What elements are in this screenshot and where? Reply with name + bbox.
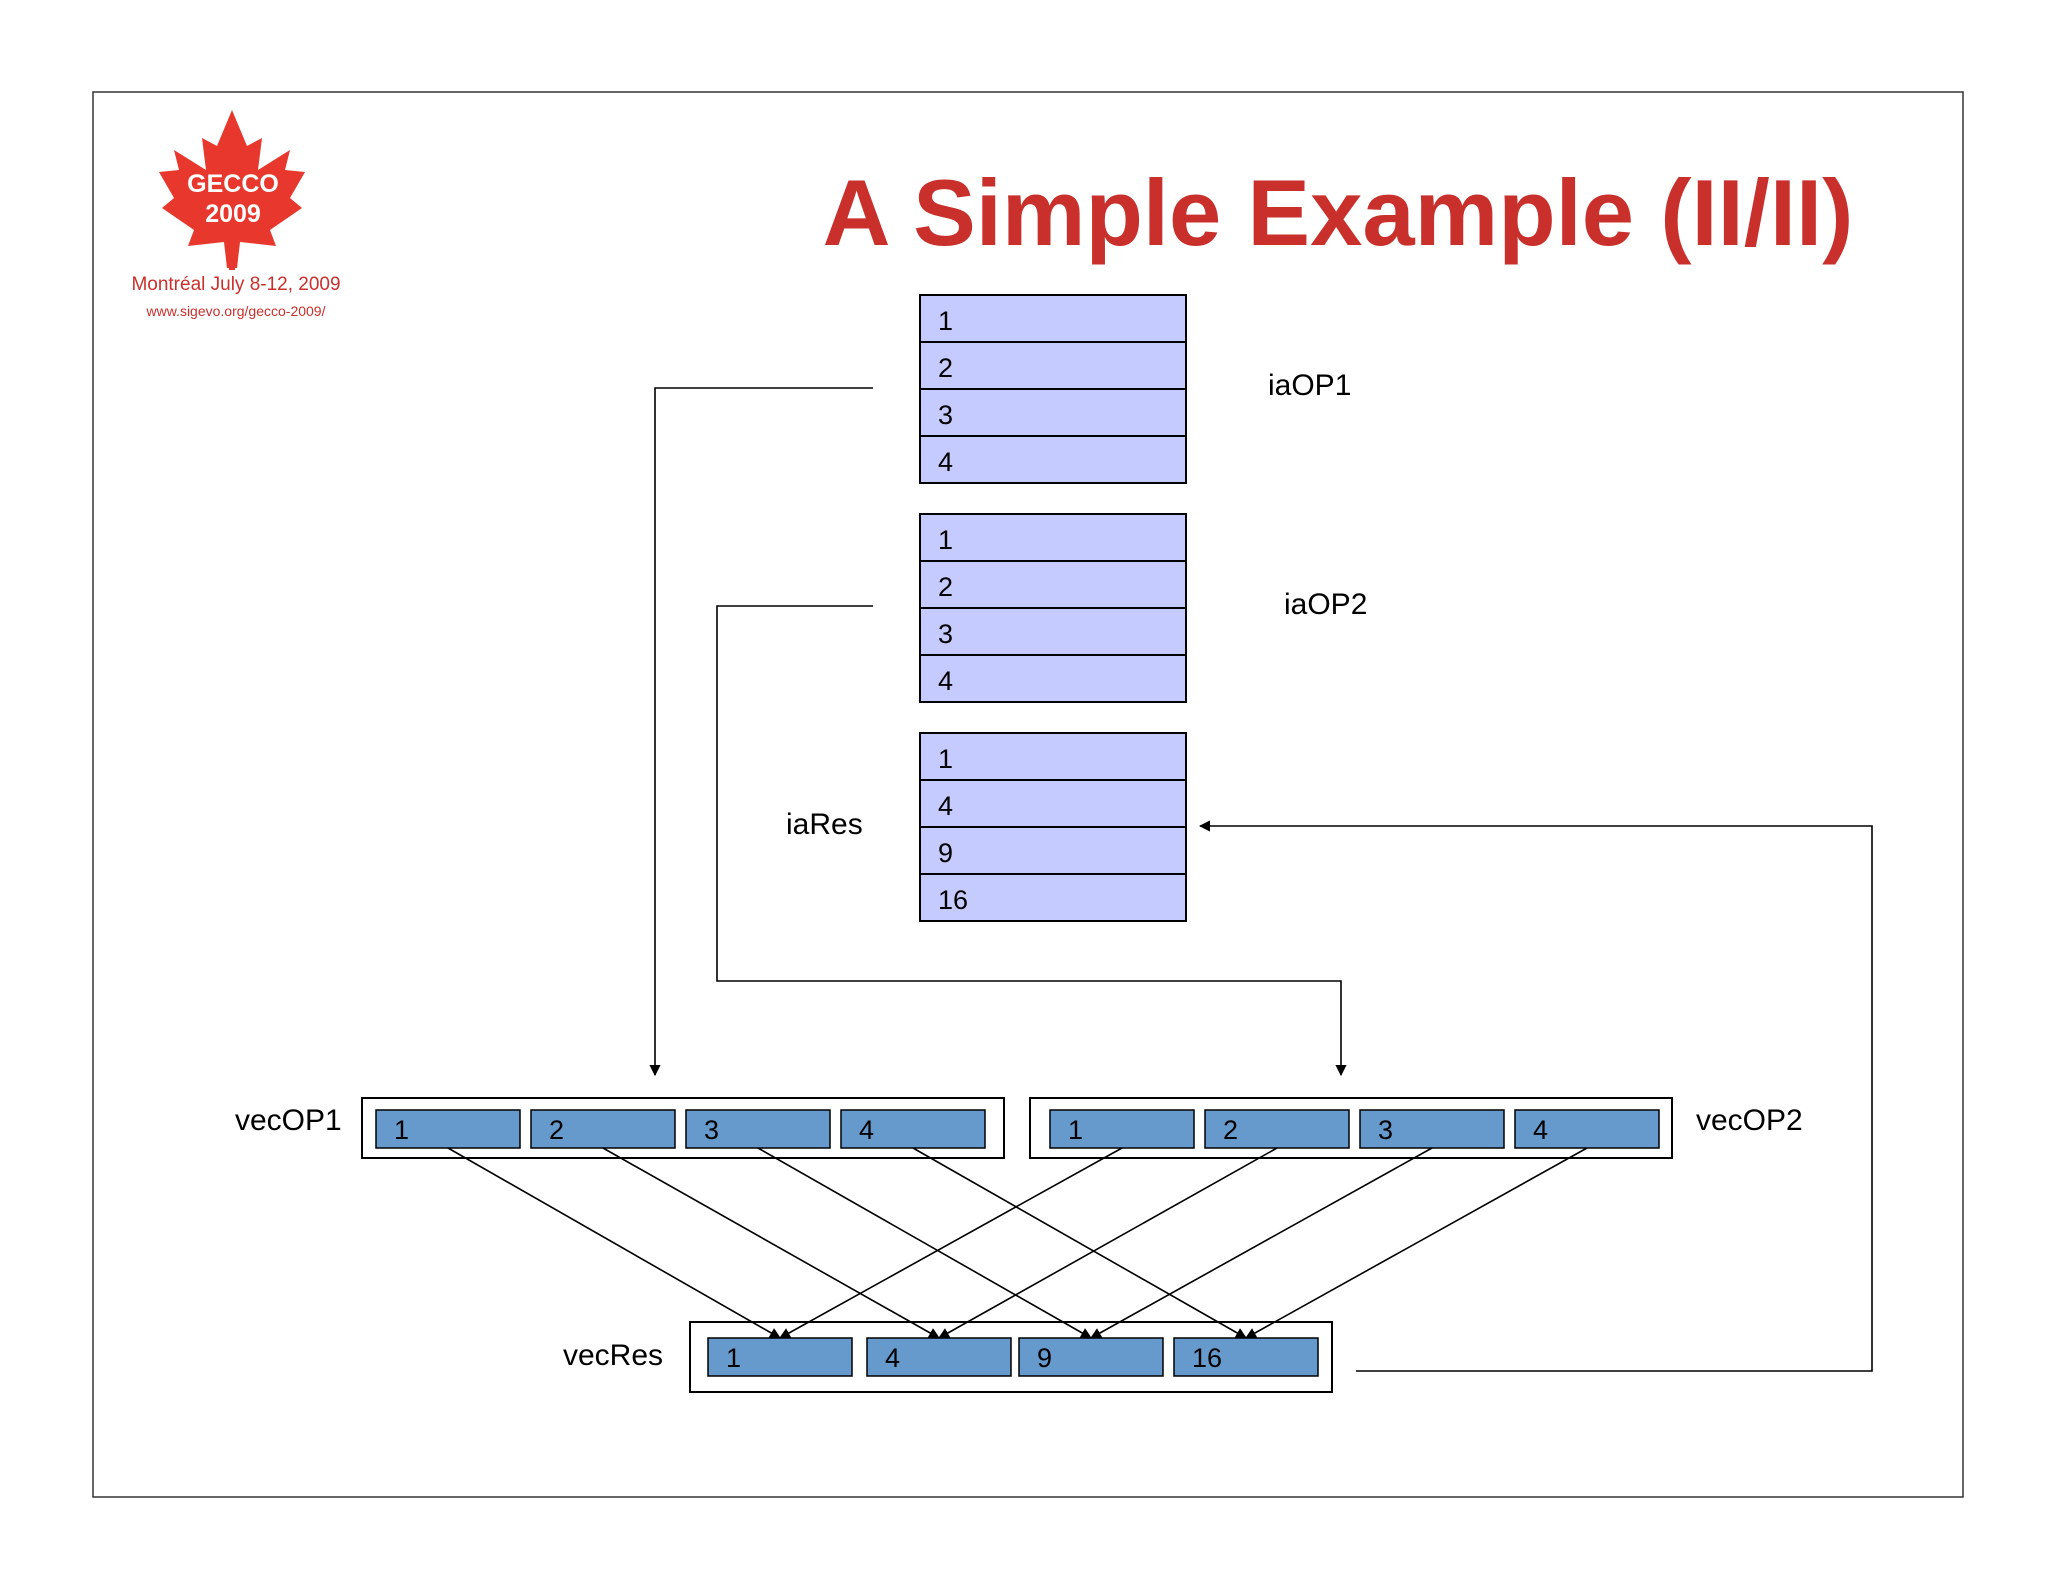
ia-cell: 3 [919,607,1187,656]
vec-cell: 1 [707,1337,853,1377]
connector-vecop2-1-to-vecres-1 [779,1147,1123,1339]
ia-cell-value: 3 [938,619,953,649]
maple-leaf-icon [159,110,305,268]
connector-iaop2-to-vecop2 [716,605,1347,1077]
ia-cell: 3 [919,388,1187,437]
ia-cell: 1 [919,732,1187,781]
connector-vecop2-4-to-vecres-4 [1245,1147,1588,1339]
connector-vecop2-3-to-vecres-3 [1090,1147,1433,1339]
logo-badge-line1: GECCO [187,170,279,198]
vec-cell-value: 1 [1068,1115,1083,1145]
label-iares: iaRes [786,808,863,841]
vec-cell: 3 [1359,1109,1505,1149]
logo-url: www.sigevo.org/gecco-2009/ [146,303,326,319]
ia-cell: 4 [919,435,1187,484]
label-iaop1: iaOP1 [1268,369,1351,402]
ia-cell: 1 [919,294,1187,343]
label-vecres: vecRes [563,1339,663,1372]
connector-vecres-to-iares [1198,820,1873,1372]
vec-cell: 4 [866,1337,1012,1377]
ia-cell: 9 [919,826,1187,875]
vec-cell: 4 [840,1109,986,1149]
connector-vecop1-1-to-vecres-1 [447,1147,781,1339]
vec-cell-value: 1 [726,1343,741,1373]
vec-cell-value: 4 [859,1115,874,1145]
label-vecop2: vecOP2 [1696,1104,1803,1137]
ia-cell-value: 4 [938,447,953,477]
ia-cell: 4 [919,654,1187,703]
vector-vecop1: 1 2 3 4 [361,1097,1005,1159]
vec-cell-value: 2 [1223,1115,1238,1145]
connector-vecop1-4-to-vecres-4 [912,1147,1247,1339]
vec-cell: 9 [1018,1337,1164,1377]
ia-cell-value: 3 [938,400,953,430]
index-array-iares: 1 4 9 16 [919,732,1187,922]
vec-cell-value: 3 [1378,1115,1393,1145]
ia-cell: 2 [919,341,1187,390]
ia-cell-value: 2 [938,353,953,383]
vec-cell-value: 9 [1037,1343,1052,1373]
ia-cell-value: 9 [938,838,953,868]
vec-cell-value: 1 [394,1115,409,1145]
logo-subtitle: Montréal July 8-12, 2009 [131,274,340,295]
vec-cell: 2 [1204,1109,1350,1149]
slide-title: A Simple Example (II/II) [823,160,1854,265]
index-array-iaop2: 1 2 3 4 [919,513,1187,703]
connector-vecop1-3-to-vecres-3 [757,1147,1092,1339]
vec-cell: 3 [685,1109,831,1149]
leaf-stem [229,240,235,270]
ia-cell-value: 4 [938,791,953,821]
vec-cell: 1 [375,1109,521,1149]
vec-cell: 16 [1173,1337,1319,1377]
ia-cell-value: 4 [938,666,953,696]
ia-cell: 16 [919,873,1187,922]
ia-cell: 2 [919,560,1187,609]
ia-cell: 4 [919,779,1187,828]
connector-vecop2-2-to-vecres-2 [938,1147,1278,1339]
label-vecop1: vecOP1 [235,1104,342,1137]
vec-cell-value: 4 [1533,1115,1548,1145]
vec-cell-value: 4 [885,1343,900,1373]
ia-cell-value: 1 [938,525,953,555]
ia-cell-value: 16 [938,885,968,915]
vec-cell-value: 16 [1192,1343,1222,1373]
vector-vecres: 1 4 9 16 [689,1321,1333,1393]
vec-cell: 4 [1514,1109,1660,1149]
logo-badge-line2: 2009 [205,200,261,228]
vec-cell: 1 [1049,1109,1195,1149]
vec-cell-value: 3 [704,1115,719,1145]
vec-cell: 2 [530,1109,676,1149]
connector-vecop1-2-to-vecres-2 [602,1147,940,1339]
gecco-logo: GECCO 2009 Montréal July 8-12, 2009 www.… [131,110,341,319]
label-iaop2: iaOP2 [1284,588,1367,621]
ia-cell-value: 2 [938,572,953,602]
ia-cell: 1 [919,513,1187,562]
index-array-iaop1: 1 2 3 4 [919,294,1187,484]
vector-vecop2: 1 2 3 4 [1029,1097,1673,1159]
vec-cell-value: 2 [549,1115,564,1145]
connectors [447,387,1873,1372]
connector-iaop1-to-vecop1 [649,387,873,1077]
ia-cell-value: 1 [938,744,953,774]
ia-cell-value: 1 [938,306,953,336]
